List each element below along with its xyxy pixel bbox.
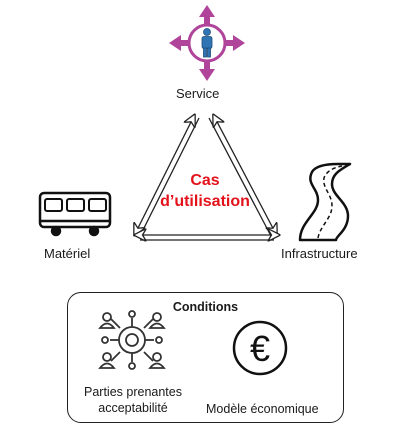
stakeholders-label-line1: Parties prenantes [84,385,182,399]
use-case-title-line1: Cas [190,172,220,189]
service-label: Service [176,86,220,101]
bus-icon [38,191,112,237]
stakeholders-label: Parties prenantes acceptabilité [74,384,192,416]
conditions-box: Conditions [67,292,344,423]
use-case-title-line2: d’utilisation [160,193,250,210]
euro-icon: € [232,320,288,376]
stakeholders-label-line2: acceptabilité [98,401,168,415]
triangle-arrows [135,116,278,240]
use-case-title: Cas d’utilisation [150,170,260,212]
infrastructure-label: Infrastructure [281,246,358,261]
materiel-label: Matériel [44,246,91,261]
economic-model-label: Modèle économique [206,402,319,416]
svg-text:€: € [250,328,270,369]
person-compass-icon [169,5,245,81]
road-icon [298,162,352,242]
network-people-icon [98,310,166,370]
conditions-title: Conditions [172,300,239,314]
